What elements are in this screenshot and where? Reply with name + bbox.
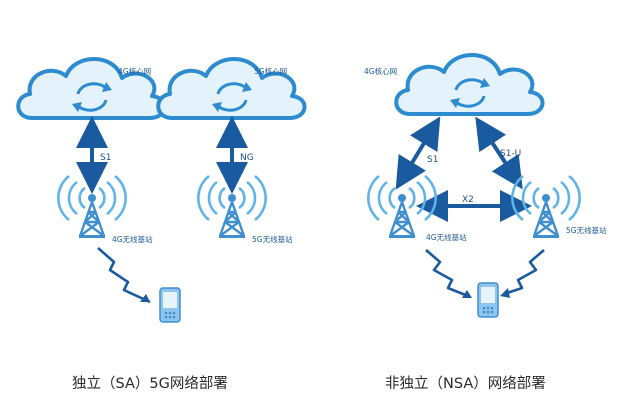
- nsa-station-5g-label: 5G无线基站: [566, 225, 607, 235]
- nsa-s1u-link-label: S1-U: [500, 149, 521, 159]
- station-5g-label: 5G无线基站: [252, 234, 293, 244]
- nsa-x2-link-label: X2: [462, 195, 474, 205]
- nsa-wireless-4g-arrow-head: [462, 290, 472, 298]
- wireless-signal-icon: [97, 247, 151, 304]
- nsa-caption: 非独立（NSA）网络部署: [385, 375, 546, 392]
- nsa-phone-icon: [477, 282, 499, 318]
- nsa-core-4g-label: 4G核心网: [364, 66, 397, 76]
- core-4g-label: 4G核心网: [118, 66, 151, 76]
- nsa-wireless-4g-signal-icon: [425, 249, 469, 298]
- phone-icon: [159, 287, 181, 323]
- core-5g-label: 5G核心网: [254, 66, 287, 76]
- station-4g-label: 4G无线基站: [112, 234, 153, 244]
- nsa-core-4g-cloud-icon: [394, 53, 545, 116]
- nsa-s1u-link-arrow: [475, 116, 523, 190]
- station-4g-tower-icon: [57, 174, 127, 240]
- station-5g-tower-icon: [197, 174, 267, 240]
- nsa-station-4g-tower-icon: [367, 174, 437, 240]
- nsa-panel: 4G核心网 S1 S1-U X2 4G无线基站 5G无线基站 非独立（NSA）网…: [364, 53, 607, 392]
- nsa-s1-link-arrow: [395, 116, 441, 190]
- sa-panel: 4G核心网 5G核心网 S1 NG 4G无线基站 5G无线基站 独立（SA）5G…: [16, 57, 307, 392]
- nsa-wireless-5g-signal-icon: [503, 249, 545, 296]
- nsa-wireless-5g-arrow-head: [500, 288, 510, 298]
- wireless-arrow-head: [140, 294, 150, 302]
- sa-caption: 独立（SA）5G网络部署: [72, 375, 228, 392]
- nsa-station-4g-label: 4G无线基站: [426, 232, 467, 242]
- s1-link-label: S1: [100, 153, 111, 163]
- ng-link-label: NG: [240, 153, 254, 163]
- nsa-s1-link-label: S1: [427, 155, 438, 165]
